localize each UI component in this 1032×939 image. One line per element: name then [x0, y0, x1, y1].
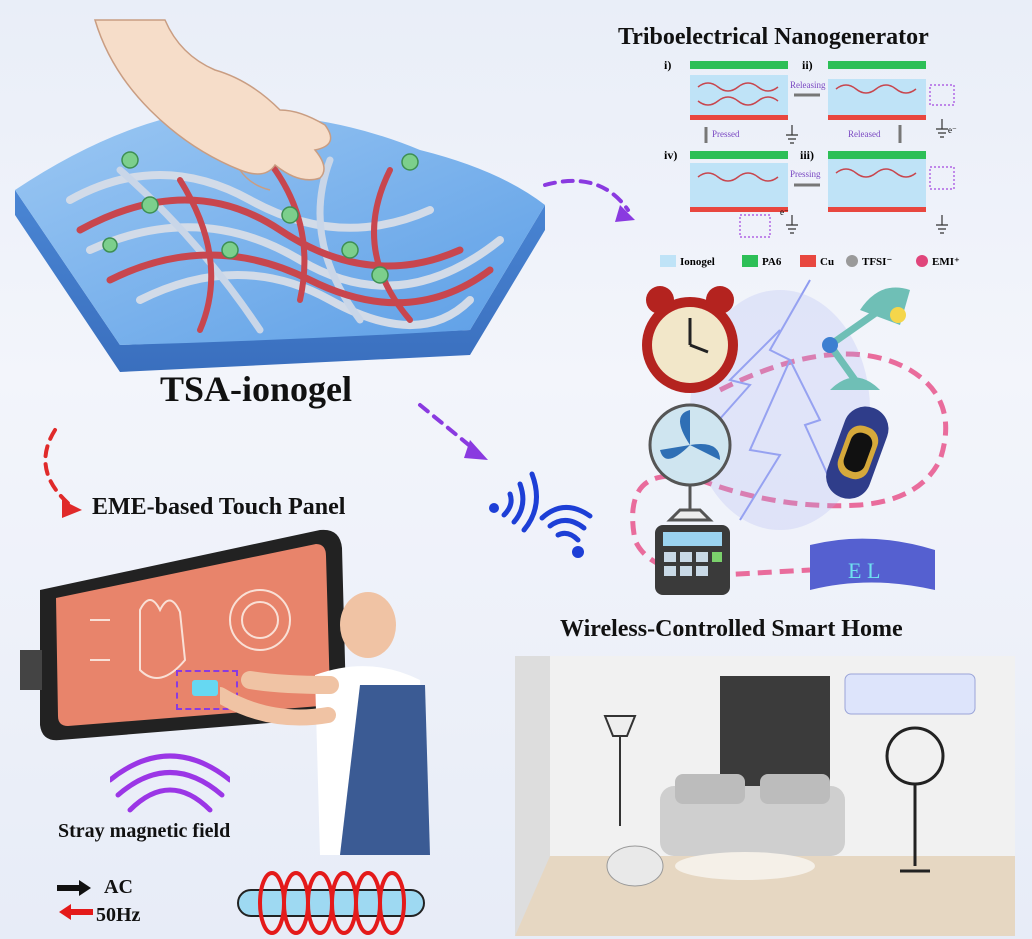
alarm-clock-icon [642, 286, 738, 393]
overalls [340, 685, 430, 855]
teng-label-iii: iii) [800, 148, 814, 162]
ac-direction-arrows [57, 880, 93, 920]
coil-icon [237, 871, 425, 935]
ac-label: AC [104, 876, 133, 898]
armchair [606, 845, 664, 887]
touch-panel-title: EME-based Touch Panel [92, 494, 346, 520]
floor-lamp [603, 715, 637, 826]
teng-legend [660, 255, 928, 267]
pressed-label: Pressed [712, 129, 740, 139]
legend-pa6: PA6 [762, 256, 782, 268]
hand-icon [93, 19, 332, 191]
teng-label-ii: ii) [802, 58, 813, 72]
ionogel-sensor-patch [192, 680, 218, 696]
teng-title: Triboelectrical Nanogenerator [618, 24, 929, 50]
tsa-ionogel-title: TSA-ionogel [160, 369, 353, 409]
ionogel-pad-illustration [15, 19, 545, 372]
arrow-to-wireless [418, 403, 477, 452]
electron-label-iv: e⁻ [780, 207, 789, 217]
smart-devices: E L [630, 279, 949, 595]
el-display-icon [810, 538, 935, 590]
teng-label-i: i) [664, 58, 671, 72]
stray-field-label: Stray magnetic field [58, 820, 231, 842]
frequency-label: 50Hz [96, 904, 141, 926]
room-icon [515, 656, 1015, 936]
standing-fan [885, 726, 945, 873]
released-label: Released [848, 129, 881, 139]
wifi-icon [489, 471, 593, 558]
smart-watch-icon [826, 406, 889, 499]
teng-panel-iii [828, 151, 955, 212]
lightning-icon [709, 279, 831, 521]
coffee-table [675, 852, 815, 880]
legend-tfsi: TFSI⁻ [862, 256, 892, 268]
el-display-label: E L [848, 558, 880, 583]
stray-field-icon [110, 753, 230, 813]
ion-clusters [102, 151, 419, 284]
legend-cu: Cu [820, 256, 834, 268]
legend-ionogel: Ionogel [680, 256, 715, 268]
teng-panel-i [690, 61, 788, 120]
pressing-label: Pressing [790, 169, 821, 179]
air-conditioner [844, 673, 976, 715]
smart-home-title: Wireless-Controlled Smart Home [560, 616, 903, 642]
touch-highlight-box [176, 670, 238, 710]
calculator-icon [655, 525, 730, 595]
teng-panel-ii [828, 61, 955, 120]
teng-label-iv: iv) [664, 148, 677, 162]
legend-emi: EMI⁺ [932, 256, 960, 268]
releasing-label: Releasing [790, 80, 826, 90]
arrow-to-touch-panel [43, 428, 72, 507]
device-loop [630, 351, 949, 578]
electron-label-ii: e⁻ [948, 125, 957, 135]
ground-icons [786, 119, 948, 234]
person-icon [220, 592, 430, 855]
teng-diagram: i) ii) Releasing iv) Pressed iii) Releas… [660, 58, 960, 268]
teng-panel-iv [690, 151, 788, 238]
desk-lamp-icon [822, 287, 910, 390]
fan-icon [648, 403, 732, 522]
